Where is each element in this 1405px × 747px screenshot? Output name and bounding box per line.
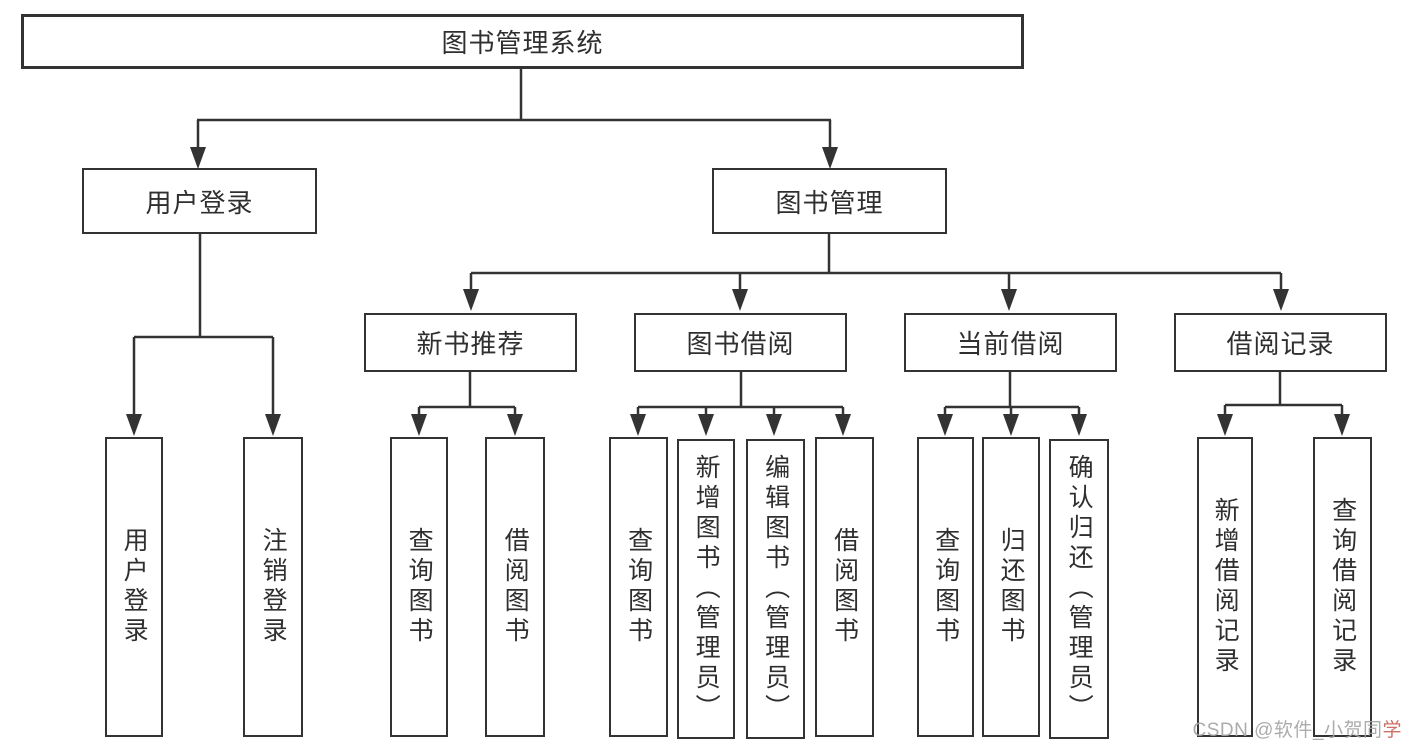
- arrow-down-icon: [126, 414, 142, 436]
- leaf-label: 借阅图书: [501, 527, 530, 647]
- arrow-down-icon: [190, 147, 206, 169]
- leaf-return-books: 归还图书: [982, 437, 1040, 737]
- node-borrowing-records-label: 借阅记录: [1226, 329, 1335, 359]
- csdn-watermark-suffix: 学: [1382, 720, 1402, 741]
- leaf-user-login-action: 用户登录: [105, 437, 163, 737]
- leaf-label: 确认归还（管理员）: [1065, 454, 1094, 724]
- leaf-label: 查询借阅记录: [1328, 497, 1357, 677]
- csdn-watermark-prefix: CSDN @软件_小贺同: [1192, 720, 1383, 741]
- node-new-book-recommend: 新书推荐: [364, 313, 577, 372]
- leaf-logout-action: 注销登录: [243, 437, 303, 737]
- leaf-add-borrow-record: 新增借阅记录: [1197, 437, 1253, 737]
- leaf-label: 查询图书: [405, 527, 434, 647]
- leaf-confirm-return-admin: 确认归还（管理员）: [1049, 439, 1109, 739]
- leaf-label: 查询图书: [931, 527, 960, 647]
- leaf-label: 注销登录: [259, 527, 288, 647]
- leaf-label: 编辑图书（管理员）: [761, 454, 790, 724]
- node-root: 图书管理系统: [21, 14, 1024, 69]
- leaf-edit-books-admin: 编辑图书（管理员）: [746, 439, 805, 739]
- leaf-add-books-admin: 新增图书（管理员）: [677, 439, 735, 739]
- arrow-down-icon: [1071, 414, 1087, 436]
- arrow-down-icon: [937, 414, 953, 436]
- node-new-book-recommend-label: 新书推荐: [416, 329, 525, 359]
- leaf-label: 查询图书: [624, 527, 653, 647]
- arrow-down-icon: [1334, 414, 1350, 436]
- node-root-label: 图书管理系统: [441, 28, 604, 58]
- node-user-login: 用户登录: [82, 168, 317, 234]
- arrow-down-icon: [507, 414, 523, 436]
- arrow-down-icon: [732, 289, 748, 311]
- leaf-current-query-books: 查询图书: [917, 437, 974, 737]
- arrow-down-icon: [698, 414, 714, 436]
- arrow-down-icon: [1217, 414, 1233, 436]
- leaf-label: 新增借阅记录: [1211, 497, 1240, 677]
- leaf-borrowing-query-books: 查询图书: [609, 437, 668, 737]
- arrow-down-icon: [411, 414, 427, 436]
- arrow-down-icon: [1273, 289, 1289, 311]
- arrow-down-icon: [766, 414, 782, 436]
- leaf-label: 归还图书: [997, 527, 1026, 647]
- leaf-recommend-borrow-books: 借阅图书: [485, 437, 545, 737]
- node-book-borrowing: 图书借阅: [634, 313, 847, 372]
- arrow-down-icon: [1001, 289, 1017, 311]
- arrow-down-icon: [1003, 414, 1019, 436]
- leaf-query-borrow-record: 查询借阅记录: [1313, 437, 1372, 737]
- arrow-down-icon: [463, 289, 479, 311]
- leaf-label: 新增图书（管理员）: [692, 454, 721, 724]
- arrow-down-icon: [822, 147, 838, 169]
- node-borrowing-records: 借阅记录: [1174, 313, 1387, 372]
- leaf-recommend-query-books: 查询图书: [390, 437, 448, 737]
- csdn-watermark: CSDN @软件_小贺同学: [1193, 715, 1403, 742]
- arrow-down-icon: [835, 414, 851, 436]
- node-current-borrowing: 当前借阅: [904, 313, 1117, 372]
- node-book-borrowing-label: 图书借阅: [686, 329, 795, 359]
- leaf-borrowing-borrow-books: 借阅图书: [815, 437, 874, 737]
- leaf-label: 借阅图书: [830, 527, 859, 647]
- arrow-down-icon: [630, 414, 646, 436]
- node-current-borrowing-label: 当前借阅: [956, 329, 1065, 359]
- node-book-management-label: 图书管理: [775, 187, 884, 218]
- arrow-down-icon: [265, 414, 281, 436]
- node-user-login-label: 用户登录: [145, 187, 254, 218]
- leaf-label: 用户登录: [120, 527, 149, 647]
- node-book-management: 图书管理: [712, 168, 947, 234]
